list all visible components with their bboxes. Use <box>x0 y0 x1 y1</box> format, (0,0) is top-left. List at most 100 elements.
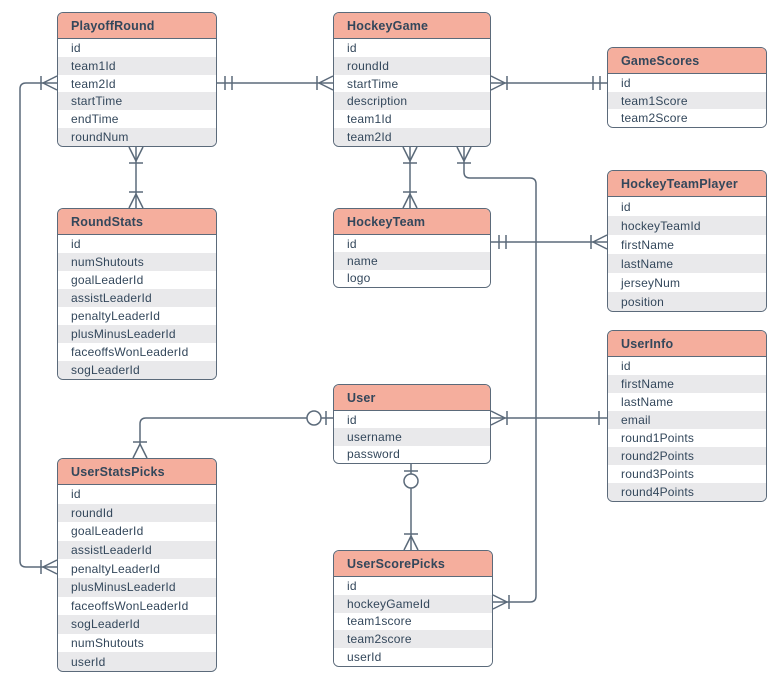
field-email: email <box>608 411 766 429</box>
field-faceoffsWonLeaderId: faceoffsWonLeaderId <box>58 596 216 616</box>
field-lastName: lastName <box>608 393 766 411</box>
field-team2score: team2score <box>334 630 492 649</box>
field-roundId: roundId <box>334 56 490 75</box>
cardinality-one-or-many <box>128 146 144 164</box>
field-id: id <box>334 577 492 595</box>
field-firstName: firstName <box>608 235 766 254</box>
field-round4Points: round4Points <box>608 483 766 501</box>
field-roundNum: roundNum <box>58 128 216 146</box>
rel-user-userstatspicks <box>132 410 333 459</box>
cardinality-one-or-many <box>316 75 334 91</box>
cardinality-one-or-many <box>402 191 418 209</box>
table-title: UserInfo <box>608 331 766 357</box>
field-hockeyGameId: hockeyGameId <box>334 594 492 613</box>
field-userId: userId <box>58 652 216 671</box>
table-title: HockeyGame <box>334 13 490 39</box>
field-team2Id: team2Id <box>58 74 216 93</box>
field-password: password <box>334 445 490 463</box>
cardinality-one-or-many <box>403 533 419 551</box>
field-faceoffsWonLeaderId: faceoffsWonLeaderId <box>58 343 216 361</box>
rel-playoffround-userstatspicks <box>19 75 58 575</box>
field-startTime: startTime <box>58 92 216 111</box>
field-round1Points: round1Points <box>608 429 766 447</box>
table-title: UserScorePicks <box>334 551 492 577</box>
field-round3Points: round3Points <box>608 465 766 483</box>
connector-line <box>19 82 57 568</box>
table-title: HockeyTeam <box>334 209 490 235</box>
field-plusMinusLeaderId: plusMinusLeaderId <box>58 577 216 597</box>
cardinality-one-or-many <box>456 146 472 164</box>
field-assistLeaderId: assistLeaderId <box>58 289 216 307</box>
field-name: name <box>334 252 490 270</box>
cardinality-one-or-many <box>490 75 508 91</box>
field-position: position <box>608 292 766 311</box>
cardinality-one-or-many <box>128 191 144 209</box>
cardinality-one-or-many <box>402 146 418 164</box>
table-title: RoundStats <box>58 209 216 235</box>
field-round2Points: round2Points <box>608 447 766 465</box>
field-id: id <box>608 74 766 92</box>
table-title: User <box>334 385 490 411</box>
field-description: description <box>334 92 490 111</box>
field-id: id <box>334 411 490 429</box>
table-title: UserStatsPicks <box>58 459 216 485</box>
field-penaltyLeaderId: penaltyLeaderId <box>58 559 216 578</box>
field-id: id <box>334 235 490 253</box>
field-plusMinusLeaderId: plusMinusLeaderId <box>58 325 216 343</box>
connector-line <box>139 417 333 444</box>
field-id: id <box>608 357 766 375</box>
rel-playoffround-hockeygame <box>217 75 334 91</box>
field-id: id <box>58 485 216 504</box>
field-firstName: firstName <box>608 375 766 393</box>
cardinality-one-or-many <box>490 410 508 426</box>
field-id: id <box>58 235 216 253</box>
rel-hockeyteam-hockeyteamplayer <box>491 234 608 250</box>
cardinality-one-and-only-one <box>592 76 601 90</box>
field-team1score: team1score <box>334 612 492 631</box>
field-logo: logo <box>334 269 490 287</box>
field-goalLeaderId: goalLeaderId <box>58 522 216 541</box>
cardinality-one-and-only-one <box>224 76 233 90</box>
field-jerseyNum: jerseyNum <box>608 273 766 292</box>
field-id: id <box>58 39 216 57</box>
field-assistLeaderId: assistLeaderId <box>58 540 216 560</box>
field-numShutouts: numShutouts <box>58 253 216 271</box>
field-penaltyLeaderId: penaltyLeaderId <box>58 307 216 325</box>
field-id: id <box>608 197 766 216</box>
field-id: id <box>334 39 490 57</box>
cardinality-one-or-many <box>492 594 510 610</box>
cardinality-one-or-many <box>40 559 58 575</box>
rel-hockeygame-userscorepicks <box>456 146 537 610</box>
field-sogLeaderId: sogLeaderId <box>58 615 216 634</box>
field-lastName: lastName <box>608 254 766 273</box>
field-roundId: roundId <box>58 503 216 523</box>
field-numShutouts: numShutouts <box>58 633 216 653</box>
field-team1Id: team1Id <box>58 56 216 75</box>
table-title: GameScores <box>608 48 766 74</box>
cardinality-one-or-many <box>40 75 58 91</box>
field-team1Id: team1Id <box>334 110 490 129</box>
field-goalLeaderId: goalLeaderId <box>58 271 216 289</box>
field-team1Score: team1Score <box>608 91 766 110</box>
field-endTime: endTime <box>58 110 216 129</box>
cardinality-one-and-only-one <box>498 235 507 249</box>
rel-hockeygame-gamescores <box>490 75 607 91</box>
field-sogLeaderId: sogLeaderId <box>58 361 216 379</box>
table-title: HockeyTeamPlayer <box>608 171 766 197</box>
connector-line <box>463 147 537 603</box>
cardinality-one-or-many <box>590 234 608 250</box>
cardinality-zero-circle <box>403 473 419 489</box>
rel-user-userscorepicks <box>403 464 419 551</box>
